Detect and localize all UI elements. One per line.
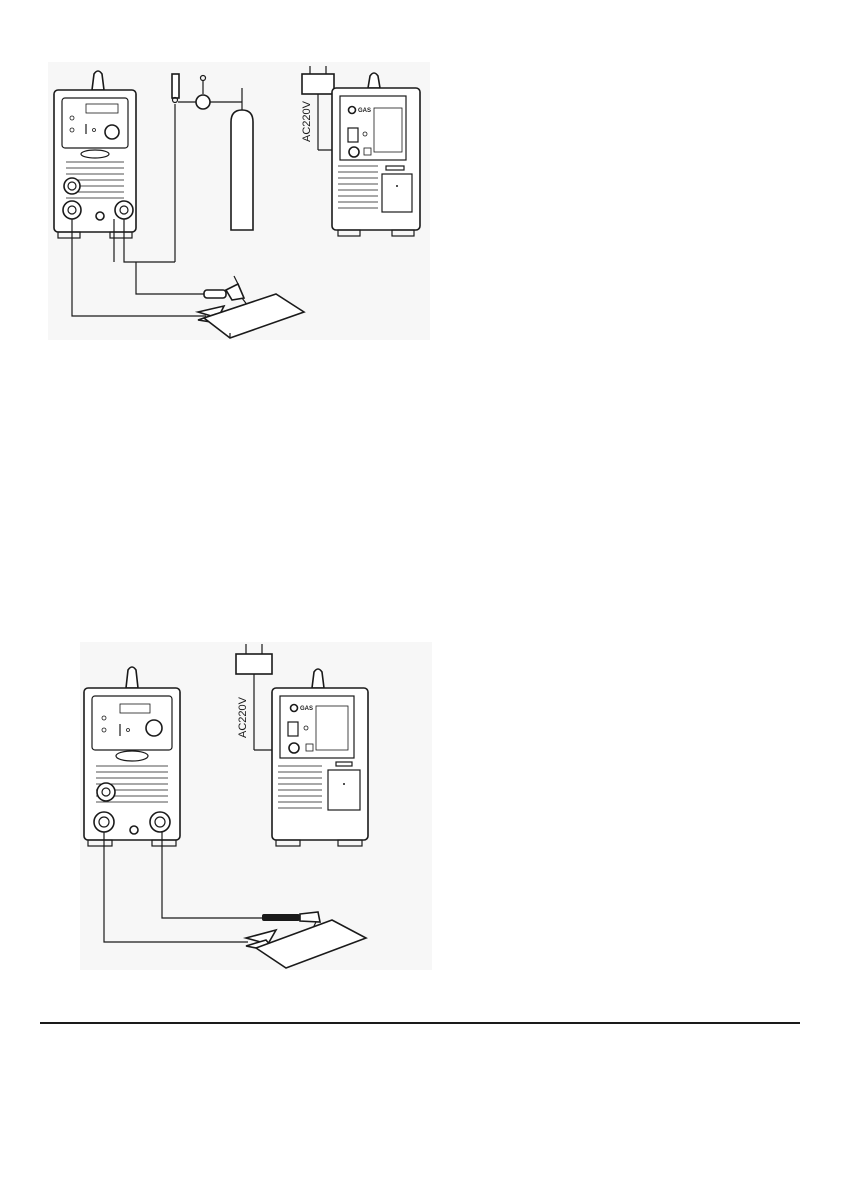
welder-rear-unit: GAS (332, 73, 420, 236)
ground-cable (72, 219, 206, 316)
welder-foot (338, 230, 360, 236)
welder-foot (110, 232, 132, 238)
welder-foot (276, 840, 300, 846)
negative-terminal (63, 201, 81, 219)
voltage-label: AC220V (301, 100, 313, 142)
negative-terminal (94, 812, 114, 832)
adjust-knob (105, 125, 119, 139)
torch-connector (64, 178, 80, 194)
torch-connector (97, 783, 115, 801)
welder-foot (58, 232, 80, 238)
ground-cable (104, 832, 248, 942)
voltage-label: AC220V (237, 696, 249, 738)
workpiece (256, 920, 366, 968)
tig-diagram-svg: AC220V GAS (48, 62, 430, 340)
welder-rear-unit: GAS (272, 669, 368, 846)
welder-foot (88, 840, 112, 846)
mma-connection-diagram: AC220V GAS (80, 642, 432, 970)
gas-label: GAS (300, 706, 313, 712)
gas-cylinder-icon (231, 110, 253, 230)
tig-torch-icon (204, 276, 248, 306)
power-inlet (349, 147, 359, 157)
positive-terminal (115, 201, 133, 219)
pressure-regulator-icon (196, 95, 210, 109)
gas-outlet (96, 212, 104, 220)
welder-foot (338, 840, 362, 846)
footer-divider (40, 1022, 800, 1024)
torch-lead (136, 262, 216, 294)
gas-inlet (349, 107, 356, 114)
gas-inlet (291, 705, 298, 712)
mma-diagram-svg: AC220V GAS (80, 642, 432, 970)
gas-supply (172, 74, 253, 262)
gas-label: GAS (358, 108, 371, 114)
flowmeter-icon (172, 74, 179, 98)
gas-outlet (130, 826, 138, 834)
workpiece (204, 294, 304, 338)
tig-connection-diagram: AC220V GAS (48, 62, 430, 340)
welder-foot (152, 840, 176, 846)
welder-front-unit (54, 71, 136, 238)
welder-handle (126, 667, 138, 688)
welder-rear-casing (332, 88, 420, 230)
welder-handle (368, 73, 380, 88)
positive-terminal (150, 812, 170, 832)
welder-handle (92, 71, 104, 90)
welder-foot (392, 230, 414, 236)
adjust-knob (146, 720, 162, 736)
power-inlet (289, 743, 299, 753)
welder-front-unit (84, 667, 180, 846)
electrode-cable (162, 832, 262, 918)
welder-handle (312, 669, 324, 688)
